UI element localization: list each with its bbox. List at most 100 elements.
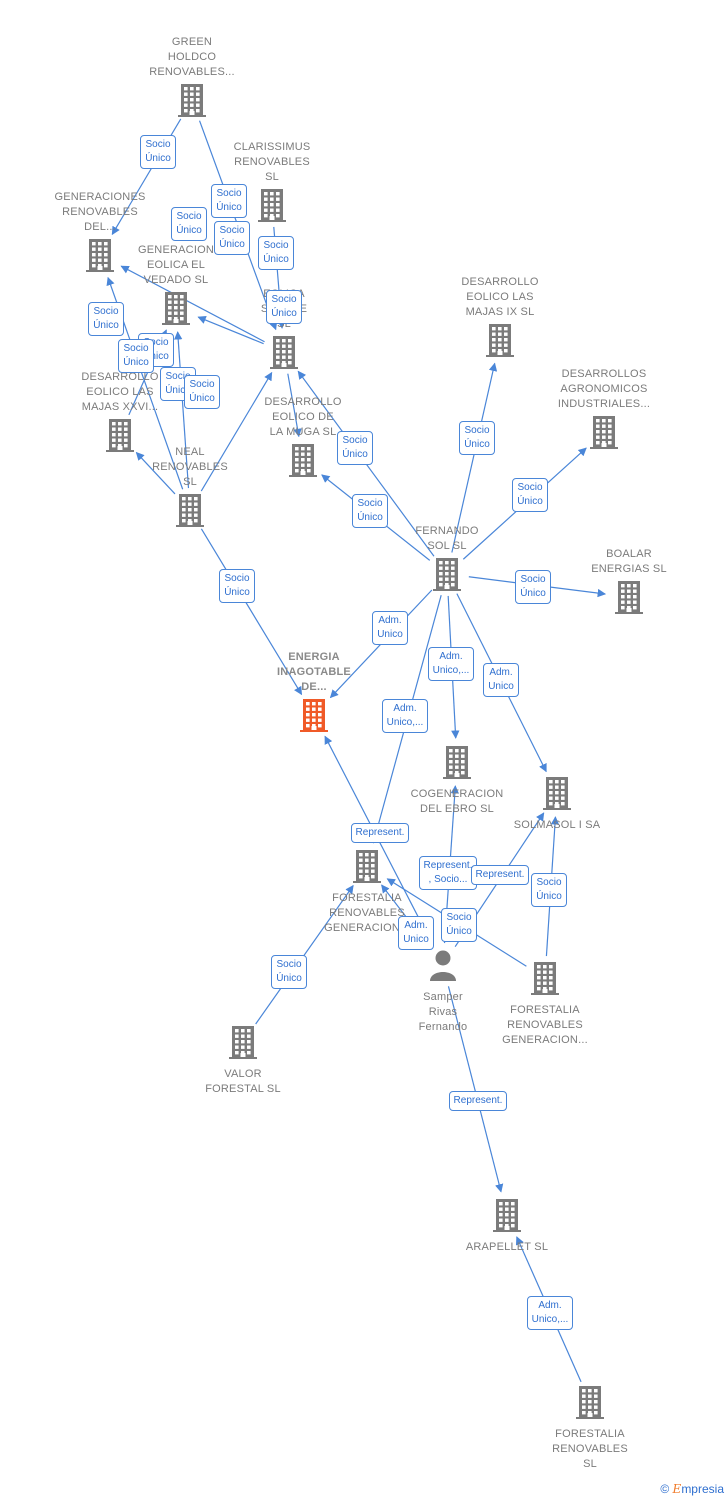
building-icon [575,1382,605,1427]
node-label: DESARROLLO EOLICO LAS MAJAS XXVI... [81,371,159,413]
node-clarissimus[interactable]: CLARISSIMUS RENOVABLES SL [202,140,342,230]
edge-eolica_sol-to-desarrollo_muga [287,373,302,438]
building-icon [542,773,572,818]
node-samper[interactable]: Samper Rivas Fernando [373,945,513,1035]
edge-badge[interactable]: Represent. [470,865,530,885]
edge-eolica_sol-to-generacion_vedado [197,316,264,345]
edge-neal-to-eolica_sol [200,371,273,492]
edge-neal-to-energia [200,528,303,696]
edge-badge[interactable]: Adm. Unico [483,663,519,697]
edge-badge[interactable]: Socio Único [88,302,124,336]
edge-eolica_sol-to-generaciones [120,265,265,343]
node-fernando-sol[interactable]: FERNANDO SOL SL [377,524,517,599]
brand-name: mpresia [681,1482,724,1496]
node-generacion-vedado[interactable]: GENERACION EOLICA EL VEDADO SL [106,243,246,333]
node-label: CLARISSIMUS RENOVABLES SL [233,141,311,183]
node-label: FORESTALIA RENOVABLES GENERACION... [324,892,410,934]
node-label: DESARROLLO EOLICO DE LA MUGA SL [264,396,342,438]
building-icon [175,490,205,535]
node-label: DESARROLLO EOLICO LAS MAJAS IX SL [461,276,539,318]
building-icon [228,1022,258,1067]
building-icon [492,1195,522,1240]
edge-badge[interactable]: Socio Único [219,569,255,603]
node-label: VALOR FORESTAL SL [205,1068,281,1095]
node-label: FERNANDO SOL SL [415,525,479,552]
node-label: NEAL RENOVABLES SL [152,446,228,488]
node-desarrollo-xxvi[interactable]: DESARROLLO EOLICO LAS MAJAS XXVI... [50,370,190,460]
building-icon [105,415,135,460]
node-label: GENERACION EOLICA EL VEDADO SL [138,244,214,286]
building-icon [530,958,560,1003]
brand-initial: E [672,1482,682,1496]
edge-badge[interactable]: Socio Único [337,431,373,465]
building-icon [589,412,619,457]
edge-badge[interactable]: Represent. [350,823,410,843]
edge-badge[interactable]: Represent. , Socio... [418,856,478,890]
edge-badge[interactable]: Adm. Unico,... [526,1296,574,1330]
edge-badge[interactable]: Socio Único [512,478,548,512]
edge-badge[interactable]: Socio Único [171,207,207,241]
node-forestalia-gen2[interactable]: FORESTALIA RENOVABLES GENERACION... [475,958,615,1048]
building-icon [299,695,329,740]
edge-neal-to-desarrollo_xxvi [135,451,176,495]
edge-fernando_sol-to-desarrollo_ix [451,362,498,553]
node-label: FORESTALIA RENOVABLES GENERACION... [502,1004,588,1046]
building-icon [257,185,287,230]
node-label: ENERGIA INAGOTABLE DE... [277,651,351,693]
node-solmasol[interactable]: SOLMASOL I SA [487,773,627,833]
edge-badge[interactable]: Adm. Unico [372,611,408,645]
edge-badge[interactable]: Socio Único [258,236,294,270]
edge-badge[interactable]: Socio Único [118,339,154,373]
building-icon [352,846,382,891]
node-valor[interactable]: VALOR FORESTAL SL [173,1022,313,1097]
node-desarrollo-ix[interactable]: DESARROLLO EOLICO LAS MAJAS IX SL [430,275,570,365]
edge-badge[interactable]: Socio Único [441,908,477,942]
brand-footer: © Empresia [660,1482,724,1496]
building-icon [85,235,115,280]
node-label: Samper Rivas Fernando [418,991,468,1033]
person-icon [428,945,458,990]
building-icon [177,80,207,125]
edge-badge[interactable]: Adm. Unico,... [427,647,475,681]
node-label: ARAPELLET SL [465,1241,549,1253]
edge-badge[interactable]: Adm. Unico,... [381,699,429,733]
edge-badge[interactable]: Socio Único [140,135,176,169]
edge-badge[interactable]: Socio Único [266,290,302,324]
node-forestalia-sl[interactable]: FORESTALIA RENOVABLES SL [520,1382,660,1472]
edge-badge[interactable]: Socio Único [515,570,551,604]
node-label: DESARROLLOS AGRONOMICOS INDUSTRIALES... [557,368,651,410]
node-label: FORESTALIA RENOVABLES SL [552,1428,628,1470]
copyright-symbol: © [660,1482,670,1496]
edge-neal-to-generacion_vedado [173,331,190,489]
node-label: COGENERACION DEL EBRO SL [410,788,504,815]
node-label: BOALAR ENERGIAS SL [591,548,667,575]
node-label: GENERACIONES RENOVABLES DEL... [54,191,146,233]
edge-badge[interactable]: Socio Único [531,873,567,907]
node-label: SOLMASOL I SA [513,819,601,831]
building-icon [161,288,191,333]
edge-badge[interactable]: Socio Único [271,955,307,989]
node-forestalia-gen1[interactable]: FORESTALIA RENOVABLES GENERACION... [297,846,437,936]
edge-badge[interactable]: Socio Único [214,221,250,255]
edge-badge[interactable]: Adm. Unico [398,916,434,950]
node-arapellet[interactable]: ARAPELLET SL [437,1195,577,1255]
node-cogeneracion[interactable]: COGENERACION DEL EBRO SL [387,742,527,817]
node-desarrollos-agro[interactable]: DESARROLLOS AGRONOMICOS INDUSTRIALES... [534,367,674,457]
node-neal[interactable]: NEAL RENOVABLES SL [120,445,260,535]
edge-badge[interactable]: Socio Único [352,494,388,528]
edge-badge[interactable]: Represent. [448,1091,508,1111]
node-energia[interactable]: ENERGIA INAGOTABLE DE... [244,650,384,740]
node-boalar[interactable]: BOALAR ENERGIAS SL [559,547,699,622]
edge-badge[interactable]: Socio Único [459,421,495,455]
node-generaciones[interactable]: GENERACIONES RENOVABLES DEL... [30,190,170,280]
edge-badge[interactable]: Socio Único [211,184,247,218]
building-icon [485,320,515,365]
building-icon [288,440,318,485]
node-label: GREEN HOLDCO RENOVABLES... [149,36,235,78]
building-icon [269,332,299,377]
node-green[interactable]: GREEN HOLDCO RENOVABLES... [122,35,262,125]
edge-valor-to-forestalia_gen1 [255,884,354,1025]
node-desarrollo-muga[interactable]: DESARROLLO EOLICO DE LA MUGA SL [233,395,373,485]
edge-badge[interactable]: Socio Único [184,375,220,409]
